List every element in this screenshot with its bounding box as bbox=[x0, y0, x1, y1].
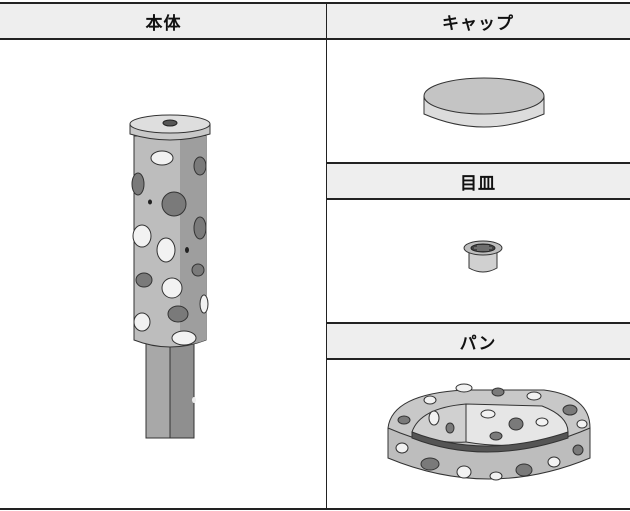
header-strainer: 目皿 bbox=[326, 162, 630, 200]
column-divider bbox=[326, 2, 327, 509]
header-body-label: 本体 bbox=[145, 13, 182, 34]
bottom-border bbox=[0, 508, 630, 510]
header-body: 本体 bbox=[0, 2, 327, 40]
header-cap-label: キャップ bbox=[442, 13, 514, 34]
header-strainer-label: 目皿 bbox=[460, 173, 496, 194]
header-pan-label: パン bbox=[459, 333, 497, 354]
body-column-illustration bbox=[129, 114, 211, 439]
header-pan: パン bbox=[326, 322, 630, 360]
header-cap: キャップ bbox=[326, 2, 630, 40]
pan-illustration bbox=[387, 383, 591, 481]
strainer-illustration bbox=[463, 240, 503, 273]
cap-illustration bbox=[423, 77, 545, 128]
